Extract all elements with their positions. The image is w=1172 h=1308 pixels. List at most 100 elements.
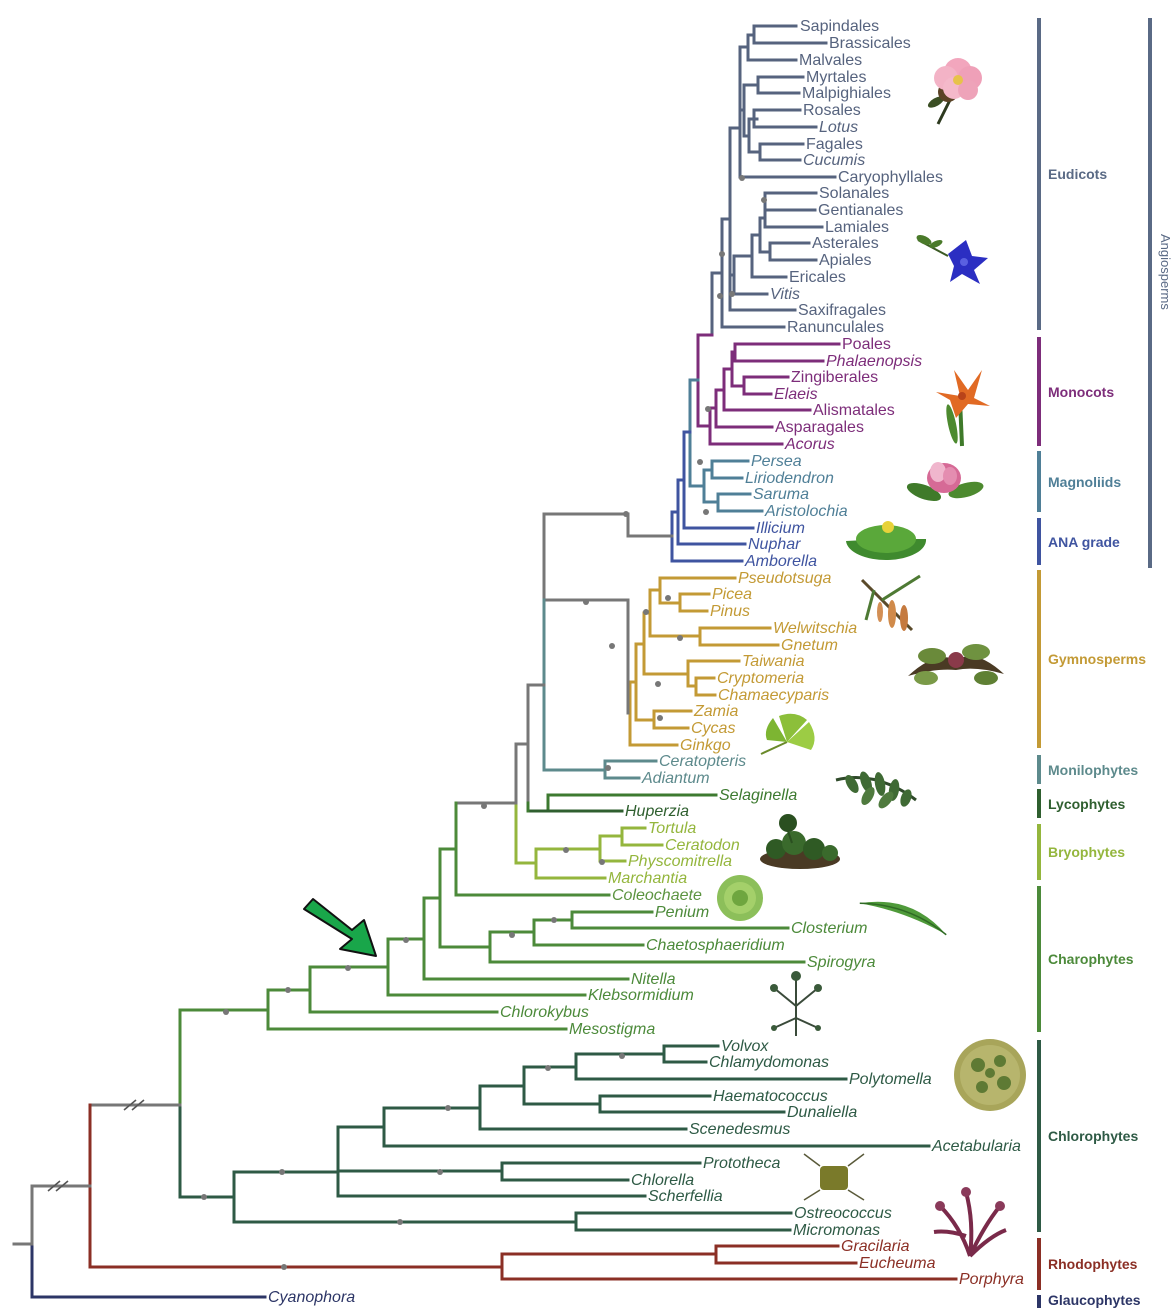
taxon-label-malpighiales: Malpighiales (802, 85, 891, 102)
taxon-label-haematococcus: Haematococcus (713, 1088, 828, 1105)
conifer-branch-icon (862, 576, 920, 631)
tree-branch-30 (684, 432, 753, 528)
taxon-label-solanales: Solanales (819, 185, 889, 202)
taxon-label-chlorokybus: Chlorokybus (500, 1004, 589, 1021)
taxon-label-nitella: Nitella (631, 971, 676, 988)
nitella-icon (770, 971, 822, 1036)
clade-label-ana-grade: ANA grade (1048, 534, 1120, 550)
taxon-label-welwitschia: Welwitschia (773, 620, 857, 637)
tree-branch-46 (544, 600, 628, 713)
taxon-label-fagales: Fagales (806, 136, 863, 153)
node-marker-5 (403, 937, 409, 943)
taxon-label-cryptomeria: Cryptomeria (717, 670, 804, 687)
taxon-label-apiales: Apiales (819, 252, 871, 269)
coleochaete-disc-icon (717, 875, 763, 921)
taxon-label-saruma: Saruma (753, 486, 809, 503)
tree-branch-87 (90, 1105, 502, 1267)
taxon-label-cucumis: Cucumis (803, 152, 865, 169)
taxon-label-ericales: Ericales (789, 269, 846, 286)
node-marker-33 (609, 643, 615, 649)
taxon-label-mesostigma: Mesostigma (569, 1021, 655, 1038)
tree-branch-34 (680, 594, 709, 611)
taxon-label-malvales: Malvales (799, 52, 862, 69)
taxon-label-ceratodon: Ceratodon (665, 837, 740, 854)
node-marker-29 (739, 175, 745, 181)
tree-branch-74 (524, 1067, 600, 1104)
taxon-label-closterium: Closterium (791, 920, 867, 937)
taxon-label-myrtales: Myrtales (806, 69, 866, 86)
node-marker-28 (761, 197, 767, 203)
node-marker-2 (623, 511, 629, 517)
taxon-label-gnetum: Gnetum (781, 637, 838, 654)
taxon-label-gentianales: Gentianales (818, 202, 903, 219)
node-marker-27 (281, 1264, 287, 1270)
taxon-label-chlorella: Chlorella (631, 1172, 694, 1189)
node-marker-26 (397, 1219, 403, 1225)
tree-branch-2 (758, 77, 803, 93)
closterium-cell-icon (860, 891, 951, 935)
taxon-label-selaginella: Selaginella (719, 787, 797, 804)
tree-branch-11 (770, 243, 816, 260)
tree-branch-38 (696, 678, 715, 695)
node-marker-13 (655, 681, 661, 687)
taxon-label-klebsormidium: Klebsormidium (588, 987, 694, 1004)
taxon-label-alismatales: Alismatales (813, 402, 895, 419)
tree-branch-79 (338, 1171, 645, 1196)
node-marker-22 (445, 1105, 451, 1111)
node-marker-6 (345, 965, 351, 971)
clade-bars: EudicotsMonocotsMagnoliidsANA gradeGymno… (1039, 18, 1172, 1308)
taxon-label-lamiales: Lamiales (825, 219, 889, 236)
node-marker-19 (509, 932, 515, 938)
tree-branch-85 (716, 1246, 856, 1263)
node-marker-32 (643, 609, 649, 615)
taxon-label-ranunculales: Ranunculales (787, 319, 884, 336)
node-marker-3 (583, 599, 589, 605)
node-marker-4 (481, 803, 487, 809)
taxon-label-cycas: Cycas (691, 720, 735, 737)
taxon-label-pseudotsuga: Pseudotsuga (738, 570, 832, 587)
node-marker-14 (657, 715, 663, 721)
clade-label-monocots: Monocots (1048, 384, 1114, 400)
taxon-label-lotus: Lotus (819, 119, 858, 136)
clade-label-eudicots: Eudicots (1048, 166, 1107, 182)
taxon-label-scenedesmus: Scenedesmus (689, 1121, 790, 1138)
taxon-label-ceratopteris: Ceratopteris (659, 753, 746, 770)
node-marker-8 (223, 1009, 229, 1015)
clade-label-monilophytes: Monilophytes (1048, 762, 1138, 778)
tree-branch-45 (544, 514, 628, 536)
node-marker-10 (703, 509, 709, 515)
red-alga-icon (934, 1187, 1006, 1256)
tree-branch-9 (765, 193, 816, 210)
node-marker-18 (551, 917, 557, 923)
taxon-label-pinus: Pinus (710, 603, 750, 620)
rose-flower-icon (926, 58, 982, 124)
node-marker-9 (697, 459, 703, 465)
taxon-label-chlamydomonas: Chlamydomonas (709, 1054, 829, 1071)
taxon-label-eucheuma: Eucheuma (859, 1255, 936, 1272)
taxon-label-porphyra: Porphyra (959, 1271, 1024, 1288)
taxon-label-ostreococcus: Ostreococcus (794, 1205, 892, 1222)
node-marker-16 (563, 847, 569, 853)
tree-branch-70 (180, 1010, 268, 1105)
clade-label-chlorophytes: Chlorophytes (1048, 1128, 1138, 1144)
taxon-label-poales: Poales (842, 336, 891, 353)
tree-branch-58 (516, 744, 536, 863)
taxon-label-marchantia: Marchantia (608, 870, 687, 887)
node-marker-25 (437, 1169, 443, 1175)
taxon-label-tortula: Tortula (648, 820, 696, 837)
taxon-label-penium: Penium (655, 904, 709, 921)
tree-branch-19 (735, 344, 839, 361)
taxon-label-persea: Persea (751, 453, 802, 470)
tree-branch-49 (544, 600, 605, 770)
tree-branch-88 (32, 1186, 90, 1244)
taxon-label-huperzia: Huperzia (625, 803, 689, 820)
tree-branch-83 (180, 1105, 234, 1197)
taxon-label-physcomitrella: Physcomitrella (628, 853, 732, 870)
taxon-label-amborella: Amborella (744, 553, 817, 570)
welwitschia-icon (908, 644, 1004, 685)
taxon-label-scherfellia: Scherfellia (648, 1188, 723, 1205)
clade-label-bryophytes: Bryophytes (1048, 844, 1125, 860)
taxon-label-liriodendron: Liriodendron (745, 470, 834, 487)
node-marker-15 (605, 765, 611, 771)
